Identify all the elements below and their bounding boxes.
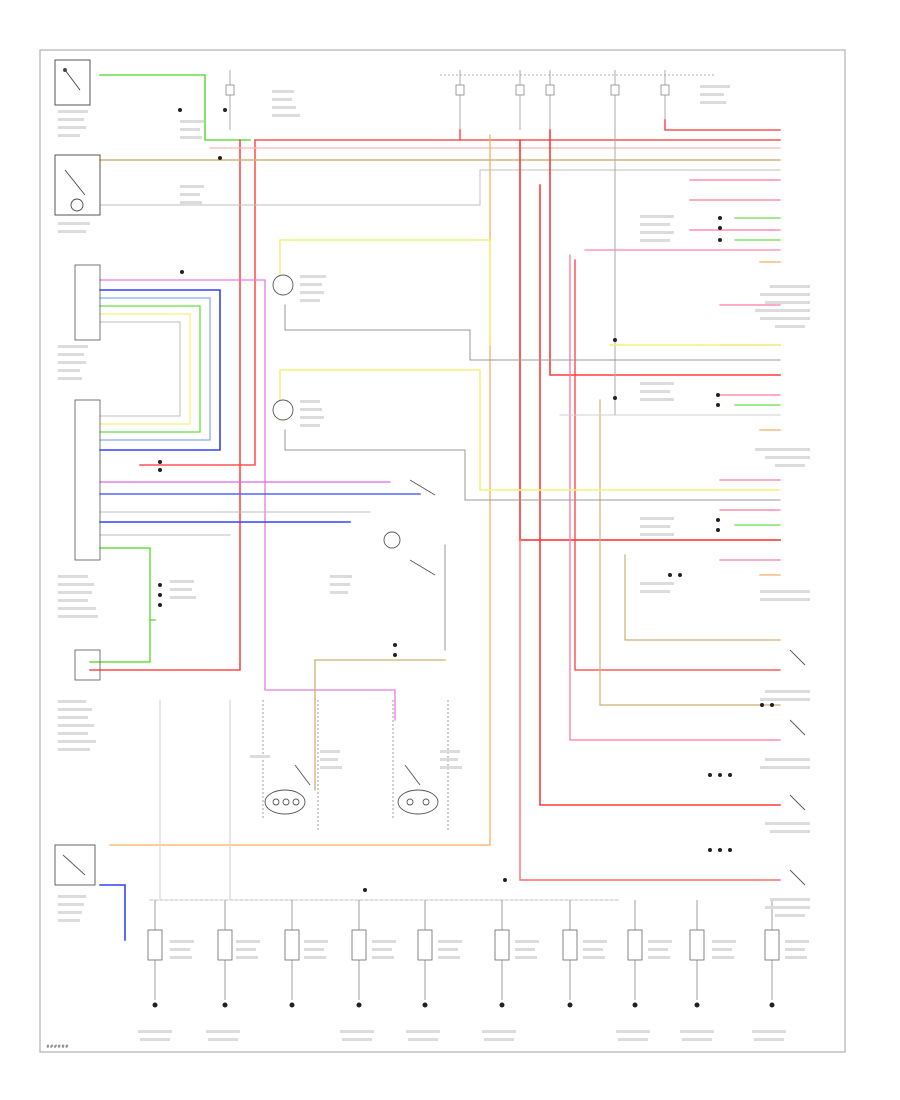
lamp-row: [147, 900, 780, 1008]
wire-harness: [89, 74, 781, 941]
red-vertical-wire: [139, 139, 256, 466]
top-fuse-group: [229, 70, 715, 130]
lamp-icon: [264, 789, 439, 815]
fuse-icon: [225, 84, 670, 96]
lamp-icon: [147, 929, 780, 961]
splice-points: [158, 108, 774, 892]
ground-icon: [152, 1002, 775, 1008]
connector-icon: [74, 264, 101, 681]
relay-icon: [54, 154, 101, 216]
figure-id: ######: [46, 1044, 69, 1050]
label-placeholders: [58, 85, 810, 1041]
pink-wire: [99, 279, 396, 721]
switch-icon: [54, 59, 91, 106]
lamp-icon: [272, 274, 401, 549]
green-wire: [99, 74, 251, 141]
diagram-border: [39, 49, 846, 1053]
yellow-wire: [279, 239, 491, 346]
switch-icon: [54, 479, 806, 886]
